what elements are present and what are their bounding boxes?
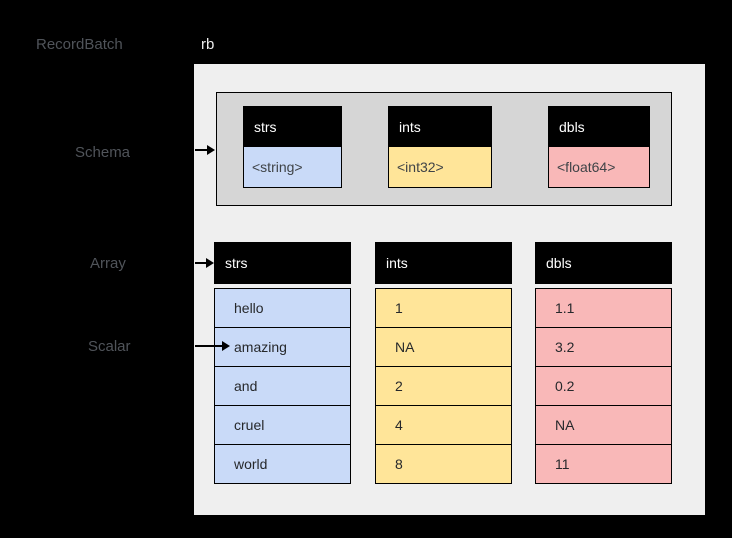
array-cell: hello [214,288,351,328]
arrow-stem [195,262,206,264]
array-cells-ints: 1 NA 2 4 8 [375,288,512,484]
array-cell: 8 [375,444,512,484]
array-column-ints: ints 1 NA 2 4 8 [375,242,512,484]
array-header-ints: ints [375,242,512,284]
rb-instance-label: rb [201,36,215,53]
arrow-head-icon [222,341,230,351]
schema-field-ints: ints <int32> [388,106,492,188]
schema-field-strs: strs <string> [243,106,342,188]
schema-pointer-arrow [195,145,215,155]
schema-field-strs-name: strs [244,107,341,147]
array-label: Array [90,255,126,272]
schema-label: Schema [75,144,131,161]
array-pointer-arrow [195,258,214,268]
array-column-dbls: dbls 1.1 3.2 0.2 NA 11 [535,242,672,484]
array-cell: and [214,366,351,406]
array-cells-dbls: 1.1 3.2 0.2 NA 11 [535,288,672,484]
schema-field-dbls-name: dbls [549,107,649,147]
schema-field-ints-name: ints [389,107,491,147]
schema-field-strs-type: <string> [244,147,341,187]
array-cell: 1 [375,288,512,328]
array-cell: NA [375,327,512,367]
recordbatch-label: RecordBatch [36,36,123,53]
array-header-strs: strs [214,242,351,284]
array-cell: 4 [375,405,512,445]
scalar-label: Scalar [88,338,131,355]
array-header-dbls: dbls [535,242,672,284]
arrow-stem [195,345,222,347]
array-cell: 2 [375,366,512,406]
array-cells-strs: hello amazing and cruel world [214,288,351,484]
schema-field-ints-type: <int32> [389,147,491,187]
array-cell: 0.2 [535,366,672,406]
arrow-stem [195,149,207,151]
array-cell: world [214,444,351,484]
array-cell: 1.1 [535,288,672,328]
array-cell-scalar-target: amazing [214,327,351,367]
array-column-strs: strs hello amazing and cruel world [214,242,351,484]
array-cell: cruel [214,405,351,445]
arrow-head-icon [207,145,215,155]
scalar-pointer-arrow [195,341,230,351]
schema-box: strs <string> ints <int32> dbls <float64… [216,92,672,206]
schema-field-dbls: dbls <float64> [548,106,650,188]
array-cell: 11 [535,444,672,484]
schema-field-dbls-type: <float64> [549,147,649,187]
array-cell: NA [535,405,672,445]
arrow-head-icon [206,258,214,268]
array-cell: 3.2 [535,327,672,367]
recordbatch-panel: strs <string> ints <int32> dbls <float64… [194,64,705,515]
